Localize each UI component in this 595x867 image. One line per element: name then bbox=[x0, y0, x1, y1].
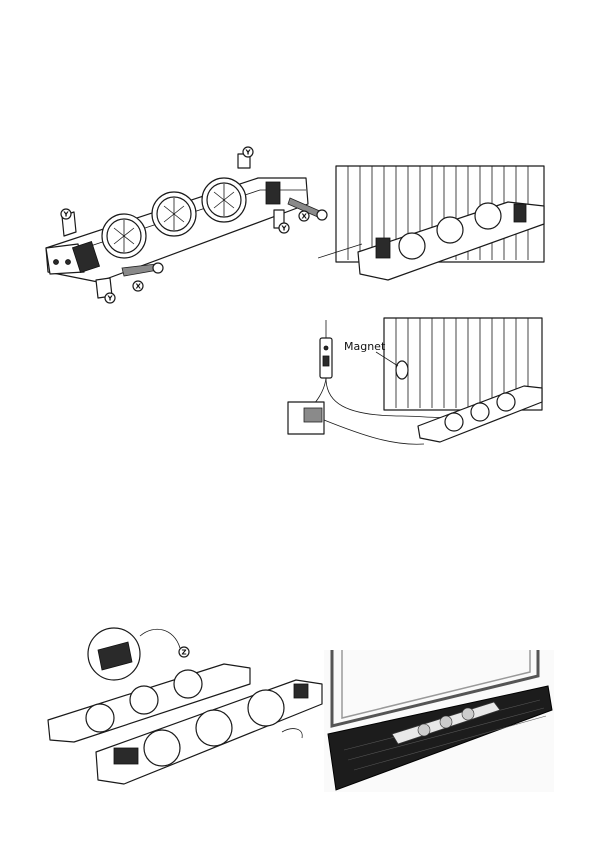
label-y-3: Y bbox=[243, 147, 253, 157]
svg-text:X: X bbox=[136, 283, 142, 291]
label-y-2: Y bbox=[105, 293, 115, 303]
svg-text:Y: Y bbox=[245, 149, 252, 157]
clamp-block-right bbox=[514, 204, 526, 222]
fan-1 bbox=[102, 214, 146, 258]
figure-fan-unit-z-part: Z bbox=[44, 624, 332, 800]
label-y-4: Y bbox=[279, 223, 289, 233]
fan-2 bbox=[152, 192, 196, 236]
fan-3 bbox=[202, 178, 246, 222]
figure-floor-convector-photo bbox=[324, 650, 554, 792]
label-z: Z bbox=[179, 647, 189, 657]
clamp-block-right bbox=[294, 684, 308, 698]
figure-assembly-exploded: Y Y Y Y X X bbox=[38, 140, 338, 320]
svg-text:X: X bbox=[302, 213, 308, 221]
svg-text:Y: Y bbox=[63, 211, 70, 219]
clamp-block-right bbox=[266, 182, 280, 204]
label-x-1: X bbox=[133, 281, 143, 291]
clamp-block-left bbox=[376, 238, 390, 258]
label-x-2: X bbox=[299, 211, 309, 221]
arrow-to-z bbox=[140, 629, 180, 648]
svg-text:Y: Y bbox=[281, 225, 288, 233]
svg-text:Z: Z bbox=[182, 649, 187, 657]
figure-power-magnet: Magnet bbox=[284, 316, 546, 456]
label-y-1: Y bbox=[61, 209, 71, 219]
figure-radiator-mount bbox=[318, 162, 548, 292]
magnet-icon bbox=[396, 361, 408, 379]
rotate-arrow bbox=[282, 729, 302, 738]
svg-text:Y: Y bbox=[107, 295, 114, 303]
clamp-block-left bbox=[114, 748, 138, 764]
magnet-callout-label: Magnet bbox=[344, 340, 386, 353]
